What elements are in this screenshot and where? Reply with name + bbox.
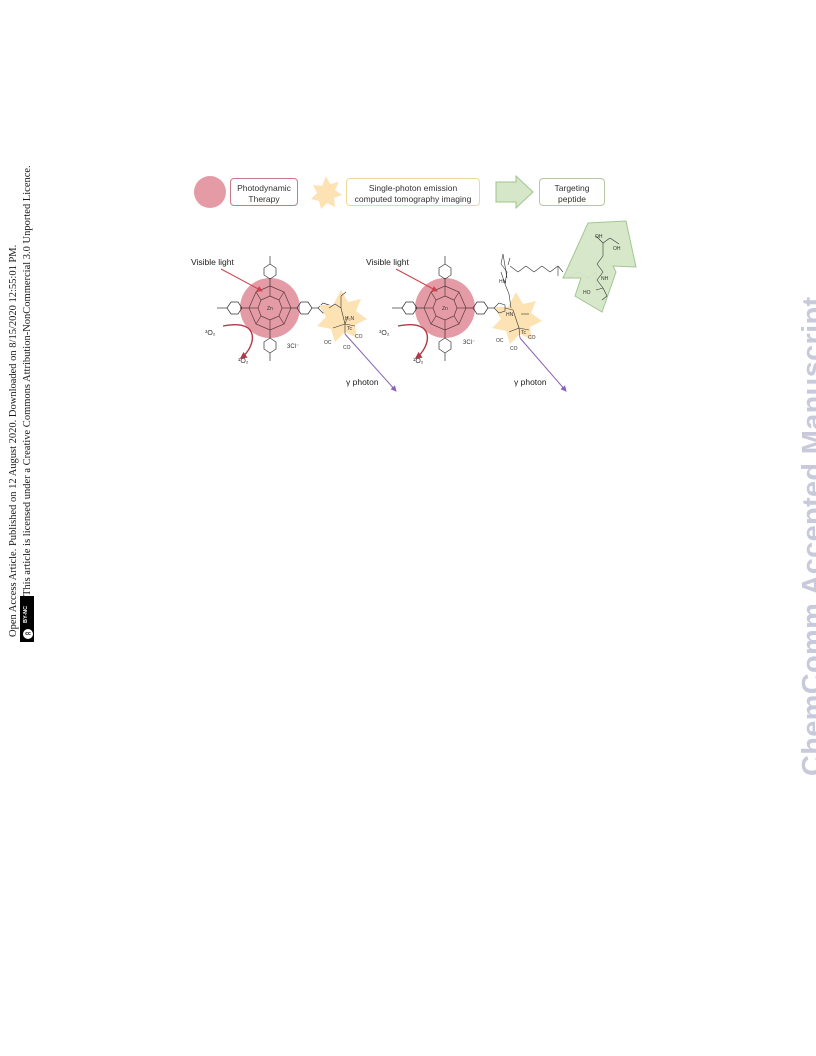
spect-legend-label: Single-photon emission computed tomograp…: [346, 178, 480, 206]
right-counterion: 3Cl⁻: [463, 340, 476, 346]
spect-legend-line2: computed tomography imaging: [354, 194, 472, 204]
right-co-ligand-2: CO: [510, 346, 518, 352]
pdt-legend-circle: [194, 176, 226, 208]
peptide-oh-1: OH: [595, 234, 603, 240]
left-counterion: 3Cl⁻: [287, 344, 300, 350]
peptide-hn-1: HN: [499, 279, 507, 285]
spect-legend-line1: Single-photon emission: [368, 183, 458, 193]
left-gamma-photon-label: γ photon: [346, 377, 379, 387]
cc-badge-text: BY-NC: [23, 605, 29, 623]
pdt-legend-line2: Therapy: [248, 194, 280, 204]
peptide-ho: HO: [583, 290, 591, 296]
pdt-legend-line1: Photodynamic: [237, 183, 291, 193]
figure-drawing: [194, 174, 637, 392]
peptide-legend-arrow: [495, 174, 534, 210]
cc-license-badge[interactable]: cc BY-NC: [20, 596, 34, 642]
right-co-ligand-1: CO: [528, 335, 536, 341]
left-amine-label: H₂N: [345, 316, 355, 322]
peptide-nh: NH: [601, 276, 609, 282]
right-visible-light-label: Visible light: [366, 257, 409, 267]
left-oc-ligand: OC: [324, 340, 332, 346]
right-triplet-oxygen: ³O₂: [379, 330, 390, 337]
left-co-ligand-2: CO: [343, 345, 351, 351]
left-tc-label: Tc: [347, 326, 352, 332]
left-zinc-label: Zn: [267, 306, 273, 312]
peptide-legend-line1: Targeting: [554, 183, 590, 193]
figure-graphical-abstract: Photodynamic Therapy Single-photon emiss…: [183, 168, 643, 404]
accepted-manuscript-watermark: ChemComm Accepted Manuscript: [797, 296, 816, 776]
peptide-legend-label: Targeting peptide: [539, 178, 605, 206]
left-triplet-oxygen: ³O₂: [205, 330, 216, 337]
left-conjugate: [217, 256, 397, 392]
pdt-legend-label: Photodynamic Therapy: [230, 178, 298, 206]
right-tc-label: Tc: [521, 330, 526, 336]
right-gamma-photon-label: γ photon: [514, 377, 547, 387]
peptide-oh-2: OH: [613, 246, 621, 252]
right-zinc-label: Zn: [442, 306, 448, 312]
right-conjugate: [392, 220, 637, 392]
spect-legend-star: [311, 176, 342, 209]
peptide-hn-2: HN: [506, 312, 514, 318]
peptide-legend-line2: peptide: [558, 194, 586, 204]
licence-line: This article is licensed under a Creativ…: [22, 165, 33, 596]
left-singlet-oxygen: ¹O₂: [238, 358, 249, 365]
open-access-notice: Open Access Article. Published on 12 Aug…: [0, 0, 44, 660]
right-singlet-oxygen: ¹O₂: [413, 358, 424, 365]
cc-icon: cc: [22, 628, 34, 640]
peptide-arrow: [562, 220, 637, 313]
left-visible-light-label: Visible light: [191, 257, 234, 267]
open-access-line: Open Access Article. Published on 12 Aug…: [8, 244, 19, 637]
right-oc-ligand: OC: [496, 338, 504, 344]
left-co-ligand-1: CO: [355, 334, 363, 340]
